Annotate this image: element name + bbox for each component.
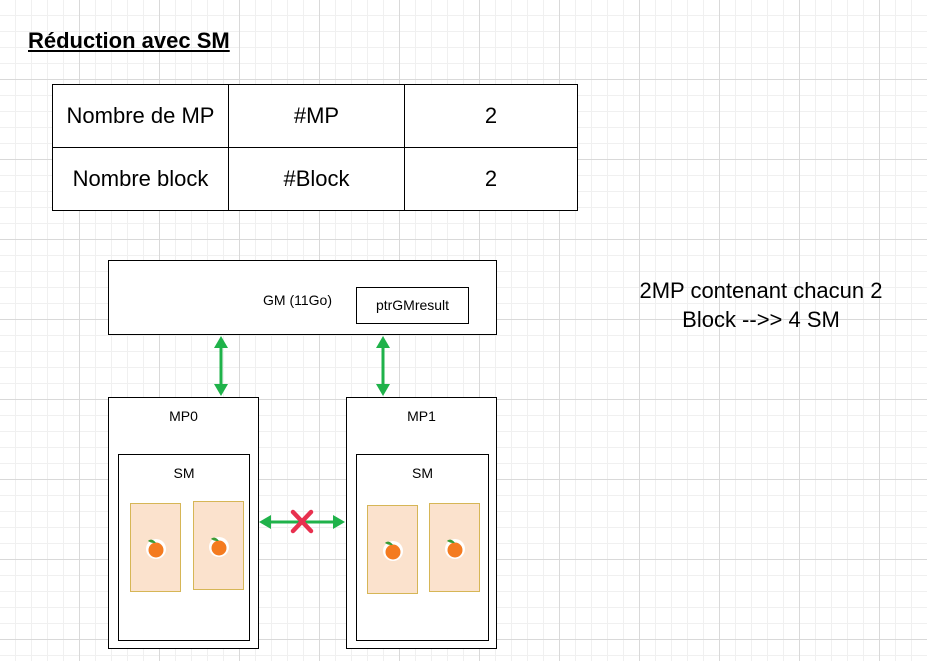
orange-icon bbox=[444, 538, 465, 559]
orange-icon bbox=[208, 536, 229, 557]
params-table: Nombre de MP #MP 2 Nombre block #Block 2 bbox=[52, 84, 578, 211]
orange-icon bbox=[382, 540, 403, 561]
mp0-box: MP0 SM bbox=[108, 397, 259, 649]
block bbox=[130, 503, 181, 592]
page-title: Réduction avec SM bbox=[28, 28, 230, 53]
table-row: Nombre block #Block 2 bbox=[52, 147, 578, 211]
double-arrow-icon bbox=[214, 336, 228, 396]
mp0-sm-box: SM bbox=[118, 454, 250, 641]
orange-icon bbox=[145, 538, 166, 559]
double-arrow-icon bbox=[259, 515, 345, 529]
table-cell: Nombre block bbox=[52, 147, 229, 211]
result-pointer-box: ptrGMresult bbox=[356, 287, 469, 324]
table-cell: Nombre de MP bbox=[52, 84, 229, 148]
block bbox=[367, 505, 418, 594]
block bbox=[193, 501, 244, 590]
mp1-sm-box: SM bbox=[356, 454, 489, 641]
table-row: Nombre de MP #MP 2 bbox=[52, 84, 578, 148]
mp1-box: MP1 SM bbox=[346, 397, 497, 649]
table-cell: #Block bbox=[228, 147, 405, 211]
table-cell: #MP bbox=[228, 84, 405, 148]
block bbox=[429, 503, 480, 592]
table-cell: 2 bbox=[404, 147, 578, 211]
mp1-sm-label: SM bbox=[412, 465, 433, 481]
double-arrow-icon bbox=[376, 336, 390, 396]
annotation-note: 2MP contenant chacun 2 Block -->> 4 SM bbox=[639, 278, 883, 332]
global-memory-label: GM (11Go) bbox=[263, 292, 332, 308]
global-memory-box: GM (11Go) ptrGMresult bbox=[108, 260, 497, 335]
mp0-label: MP0 bbox=[169, 408, 198, 424]
mp1-label: MP1 bbox=[407, 408, 436, 424]
mp0-sm-label: SM bbox=[173, 465, 195, 481]
table-cell: 2 bbox=[404, 84, 578, 148]
cross-icon bbox=[290, 509, 314, 534]
